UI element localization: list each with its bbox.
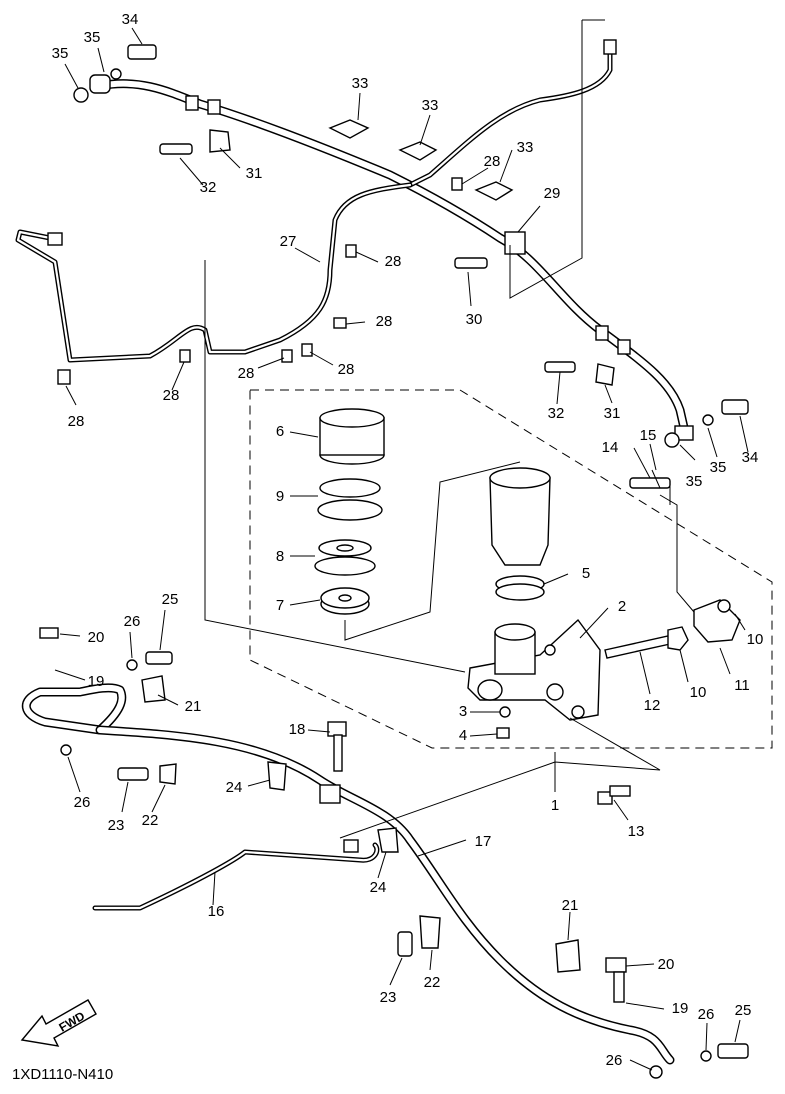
reservoir-cap-6 <box>319 408 385 465</box>
callout-28: 28 <box>238 365 255 382</box>
callout-3: 3 <box>459 703 467 720</box>
callout-26: 26 <box>124 613 141 630</box>
diaphragm-8 <box>314 539 376 576</box>
callout-31: 31 <box>604 405 621 422</box>
callout-10: 10 <box>690 684 707 701</box>
callout-7: 7 <box>276 597 284 614</box>
callout-28: 28 <box>484 153 501 170</box>
callout-22: 22 <box>142 812 159 829</box>
callout-6: 6 <box>276 423 284 440</box>
fwd-arrow: FWD <box>20 999 97 1047</box>
callout-19: 19 <box>672 1000 689 1017</box>
callout-13: 13 <box>628 823 645 840</box>
callout-33: 33 <box>352 75 369 92</box>
callout-2: 2 <box>618 598 626 615</box>
callout-18: 18 <box>289 721 306 738</box>
callout-35: 35 <box>686 473 703 490</box>
callout-28: 28 <box>163 387 180 404</box>
diaphragm-holder-9 <box>317 478 383 521</box>
callout-35: 35 <box>52 45 69 62</box>
callout-35: 35 <box>710 459 727 476</box>
callout-21: 21 <box>562 897 579 914</box>
callout-1: 1 <box>551 797 559 814</box>
hose-clamp-5 <box>495 575 545 601</box>
callout-10: 10 <box>747 631 764 648</box>
callout-21: 21 <box>185 698 202 715</box>
callout-28: 28 <box>68 413 85 430</box>
callout-34: 34 <box>742 449 759 466</box>
callout-29: 29 <box>544 185 561 202</box>
callout-34: 34 <box>122 11 139 28</box>
callout-23: 23 <box>380 989 397 1006</box>
callout-11: 11 <box>734 677 750 694</box>
callout-35: 35 <box>84 29 101 46</box>
callout-32: 32 <box>548 405 565 422</box>
push-rod-12 <box>604 635 671 659</box>
callout-19: 19 <box>88 673 105 690</box>
callout-12: 12 <box>644 697 661 714</box>
brake-pipe-16 <box>92 839 380 911</box>
callout-14: 14 <box>602 439 619 456</box>
callout-28: 28 <box>376 313 393 330</box>
callout-27: 27 <box>280 233 297 250</box>
callout-25: 25 <box>162 591 179 608</box>
callout-24: 24 <box>370 879 387 896</box>
callout-26: 26 <box>606 1052 623 1069</box>
callout-25: 25 <box>735 1002 752 1019</box>
brake-pipe-27 <box>15 182 413 363</box>
callout-4: 4 <box>459 727 467 744</box>
callout-28: 28 <box>385 253 402 270</box>
reservoir-tank <box>489 467 551 566</box>
callout-33: 33 <box>517 139 534 156</box>
callout-9: 9 <box>276 488 284 505</box>
callout-20: 20 <box>88 629 105 646</box>
master-cylinder-body <box>467 618 601 721</box>
callout-26: 26 <box>698 1006 715 1023</box>
brake-hose-17 <box>21 683 675 1065</box>
callout-20: 20 <box>658 956 675 973</box>
callout-28: 28 <box>338 361 355 378</box>
callout-23: 23 <box>108 817 125 834</box>
callout-26: 26 <box>74 794 91 811</box>
callout-16: 16 <box>208 903 225 920</box>
diagram-code: 1XD1110-N410 <box>12 1066 114 1083</box>
callout-30: 30 <box>466 311 483 328</box>
callout-22: 22 <box>424 974 441 991</box>
bolt-13 <box>597 785 631 805</box>
callout-31: 31 <box>246 165 263 182</box>
nut-10 <box>667 626 689 651</box>
float-7 <box>320 587 370 615</box>
clevis-11 <box>693 599 741 643</box>
callout-8: 8 <box>276 548 284 565</box>
callout-24: 24 <box>226 779 243 796</box>
callout-17: 17 <box>475 833 492 850</box>
callout-33: 33 <box>422 97 439 114</box>
callout-15: 15 <box>640 427 657 444</box>
master-cylinder-kit-boundary <box>249 389 773 749</box>
pin-14 <box>629 469 671 505</box>
callout-5: 5 <box>582 565 590 582</box>
callout-32: 32 <box>200 179 217 196</box>
